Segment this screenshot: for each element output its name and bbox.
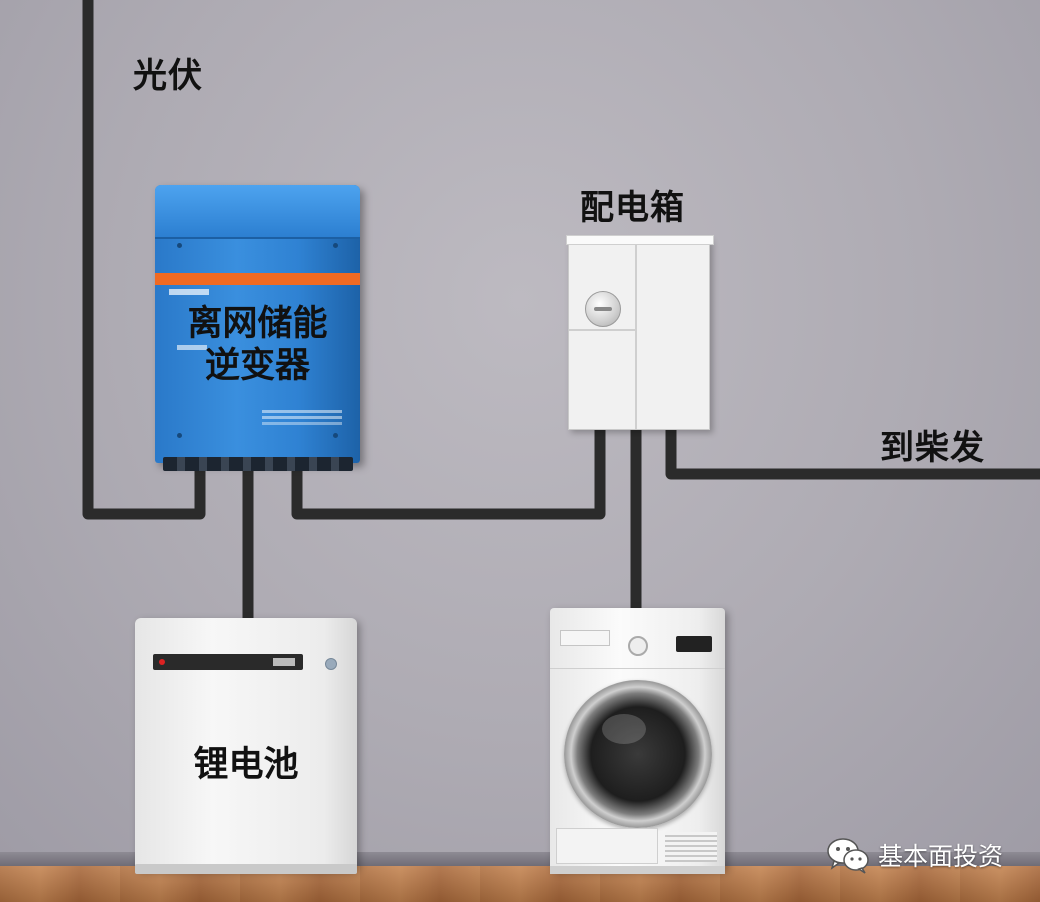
wechat-icon	[827, 838, 869, 874]
watermark-text: 基本面投资	[878, 842, 1004, 871]
screw-icon	[177, 243, 182, 248]
lithium-battery: 锂电池	[135, 618, 357, 874]
watermark: 基本面投资	[826, 836, 1003, 874]
inverter-terminals	[163, 457, 353, 471]
battery-label: 锂电池	[193, 745, 299, 785]
inverter-label: 离网储能 逆变器	[155, 303, 360, 387]
screw-icon	[333, 433, 338, 438]
distribution-box-label: 配电箱	[580, 188, 685, 228]
screw-icon	[333, 243, 338, 248]
distribution-box	[566, 235, 714, 430]
off-grid-inverter: 离网储能 逆变器	[155, 185, 360, 471]
pv-wire	[82, 0, 206, 520]
dryer-display	[676, 636, 712, 652]
inverter-distribution-wire	[291, 428, 606, 520]
pv-label: 光伏	[133, 56, 203, 96]
dryer-control-panel	[550, 608, 725, 669]
dryer-dial-icon	[628, 636, 648, 656]
inverter-label-line2: 逆变器	[204, 346, 310, 386]
dryer-appliance	[550, 608, 725, 874]
dryer-vent	[665, 832, 717, 862]
breaker-knob-icon	[585, 291, 621, 327]
wood-floor	[0, 866, 1040, 902]
to-diesel-label: 到柴发	[880, 428, 985, 468]
battery-brand-bar	[153, 654, 303, 670]
distribution-diesel-wire	[665, 428, 1040, 480]
battery-led-icon	[325, 658, 337, 670]
inverter-orange-stripe	[155, 273, 360, 285]
inverter-label-line1: 离网储能	[187, 304, 328, 344]
screw-icon	[177, 433, 182, 438]
dryer-door-icon	[564, 680, 712, 828]
